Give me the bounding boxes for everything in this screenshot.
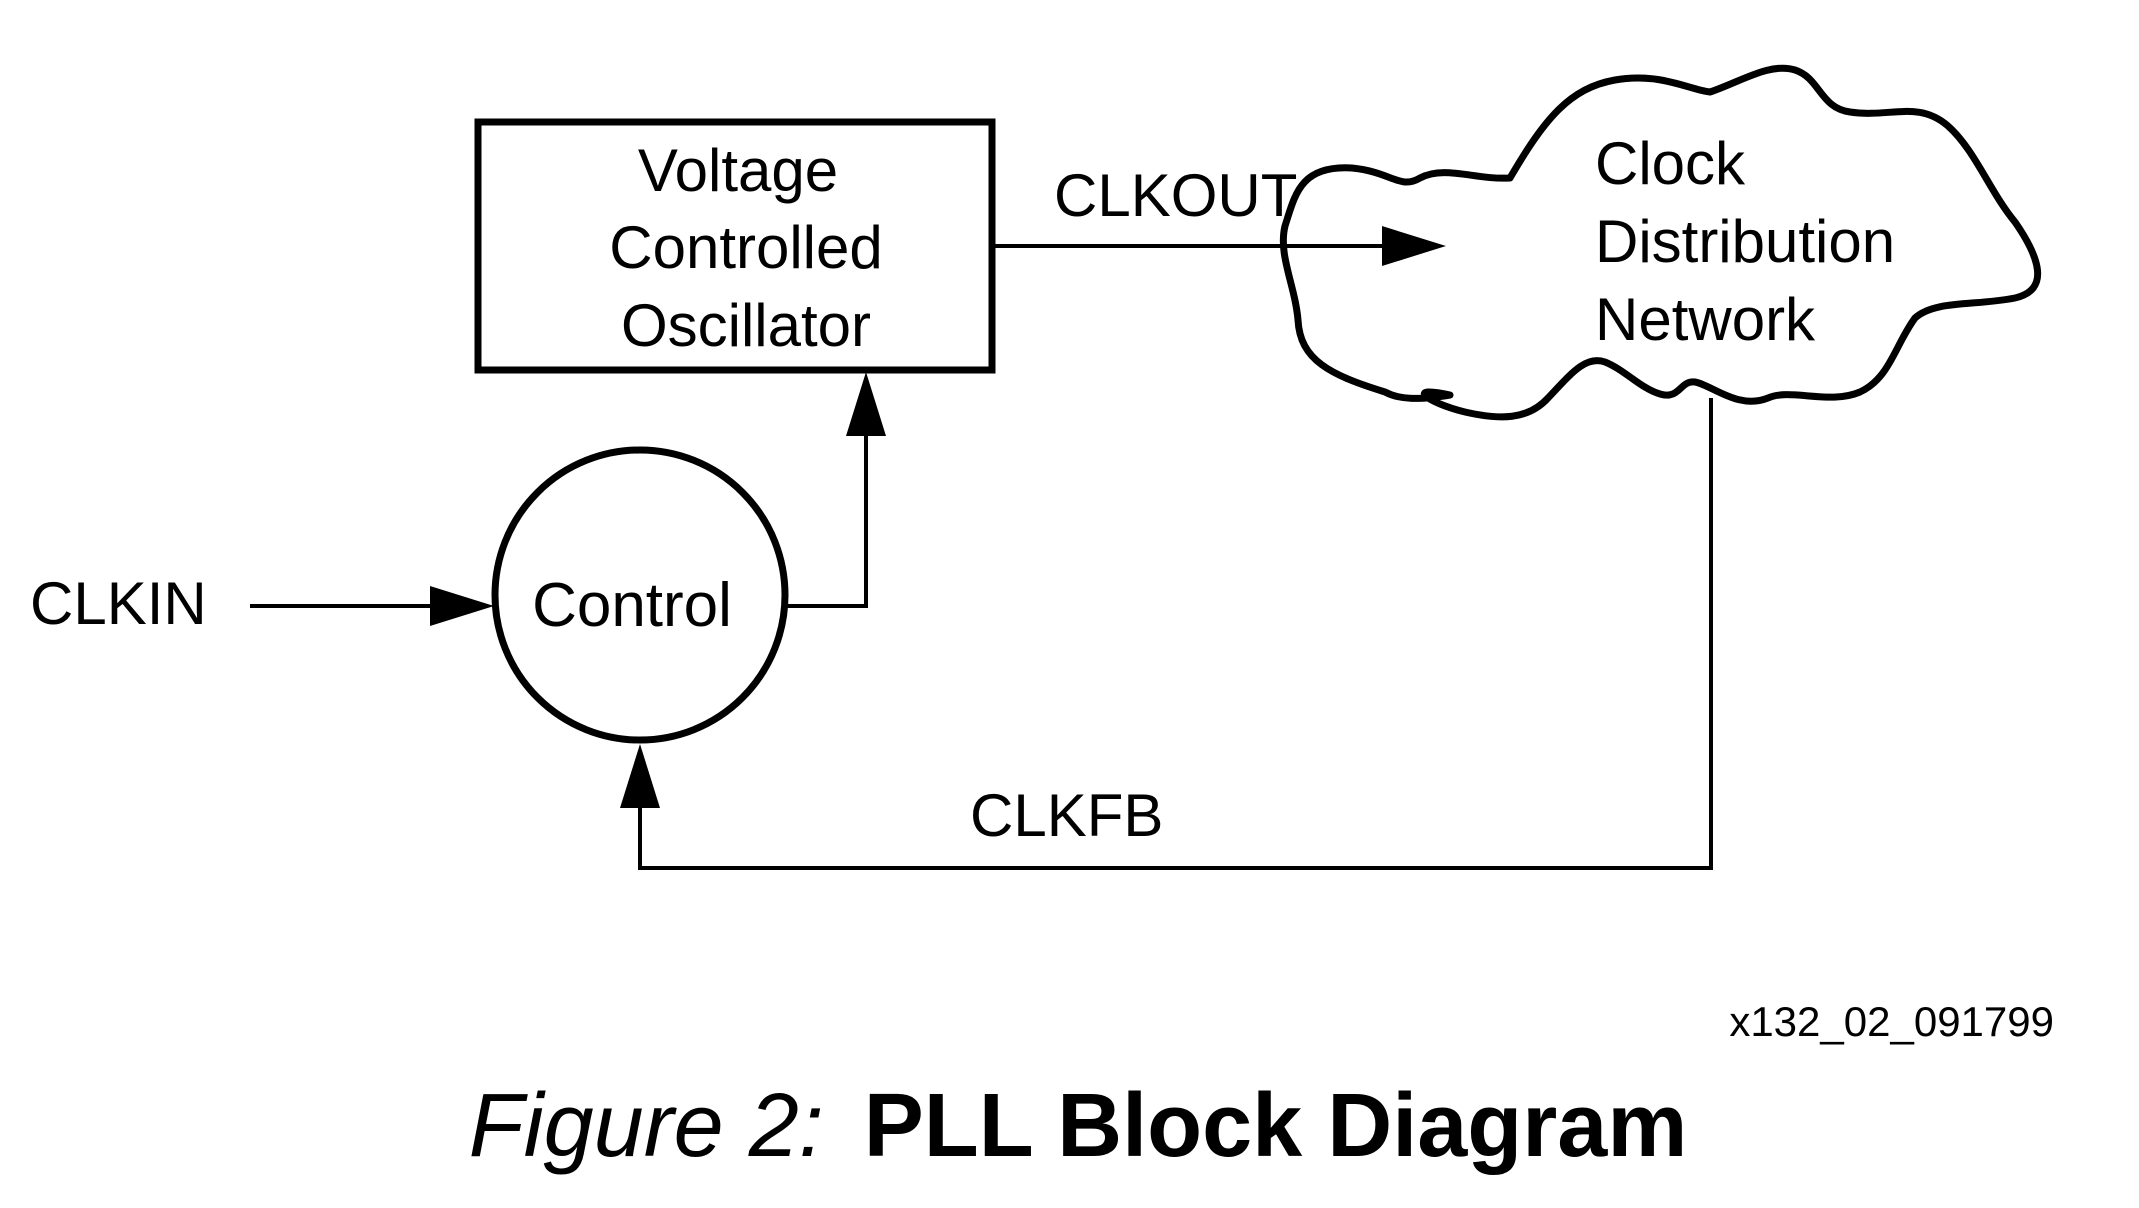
cloud-label-line3: Network (1595, 286, 1816, 353)
control-to-vco-arrowhead (846, 372, 886, 436)
clkfb-arrowhead (620, 744, 660, 808)
clkfb-signal: CLKFB (620, 398, 1713, 870)
vco-label-line1: Voltage (638, 137, 838, 204)
clkout-signal: CLKOUT (994, 162, 1446, 266)
clkin-label: CLKIN (30, 570, 207, 637)
cloud-shape (1279, 64, 2042, 421)
control-block: Control (491, 446, 789, 744)
clkfb-wire (638, 398, 1713, 870)
clkfb-label: CLKFB (970, 782, 1163, 849)
control-circle (491, 446, 789, 744)
control-to-vco-signal (784, 372, 886, 608)
caption-title: PLL Block Diagram (864, 1076, 1688, 1176)
control-to-vco-wire (784, 434, 868, 608)
vco-block: Voltage Controlled Oscillator (474, 118, 996, 374)
clkin-arrowhead (430, 586, 494, 626)
clkout-arrowhead (1382, 226, 1446, 266)
cloud-label-line1: Clock (1595, 130, 1746, 197)
figure-id: x132_02_091799 (1729, 998, 2054, 1045)
vco-label-line3: Oscillator (621, 292, 871, 359)
vco-label-line2: Controlled (609, 214, 883, 281)
clock-distribution-network-block: Clock Distribution Network (1279, 64, 2042, 421)
caption-prefix: Figure 2: (469, 1076, 824, 1176)
figure-caption: Figure 2: PLL Block Diagram (469, 1076, 1688, 1176)
clkout-label: CLKOUT (1054, 162, 1297, 229)
cloud-label-line2: Distribution (1595, 208, 1895, 275)
control-label: Control (532, 571, 732, 640)
vco-box (474, 118, 996, 374)
clkin-signal: CLKIN (30, 570, 494, 637)
